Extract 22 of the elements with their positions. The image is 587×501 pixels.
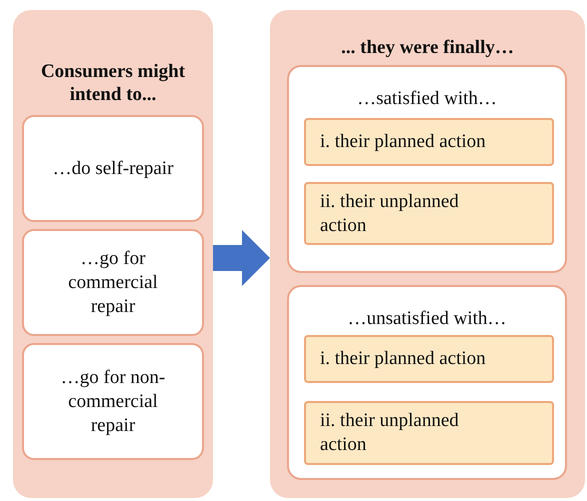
option-text: i. their planned action (320, 347, 486, 371)
item-box (304, 182, 554, 245)
panel-background (13, 10, 213, 498)
panel-background (270, 10, 585, 498)
item-box (304, 118, 554, 166)
option-text: ii. their unplanned action (320, 190, 460, 238)
option-text: …do self-repair (52, 156, 174, 180)
item-box (304, 401, 554, 465)
option-text: ii. their unplanned action (320, 409, 460, 457)
option-box (22, 229, 204, 336)
group-box (287, 65, 567, 273)
panel-heading: Consumers might intend to... (40, 60, 186, 106)
panel-heading: ... they were finally… (340, 36, 515, 59)
group-heading: …unsatisfied with… (346, 307, 508, 330)
group-box (287, 285, 567, 480)
option-text: i. their planned action (320, 130, 486, 154)
option-box (22, 343, 204, 460)
group-heading: …satisfied with… (356, 87, 498, 110)
item-box (304, 335, 554, 383)
option-text: …go for commercial repair (67, 246, 159, 318)
option-box (22, 115, 204, 222)
option-text: …go for non-commercial repair (60, 366, 166, 438)
